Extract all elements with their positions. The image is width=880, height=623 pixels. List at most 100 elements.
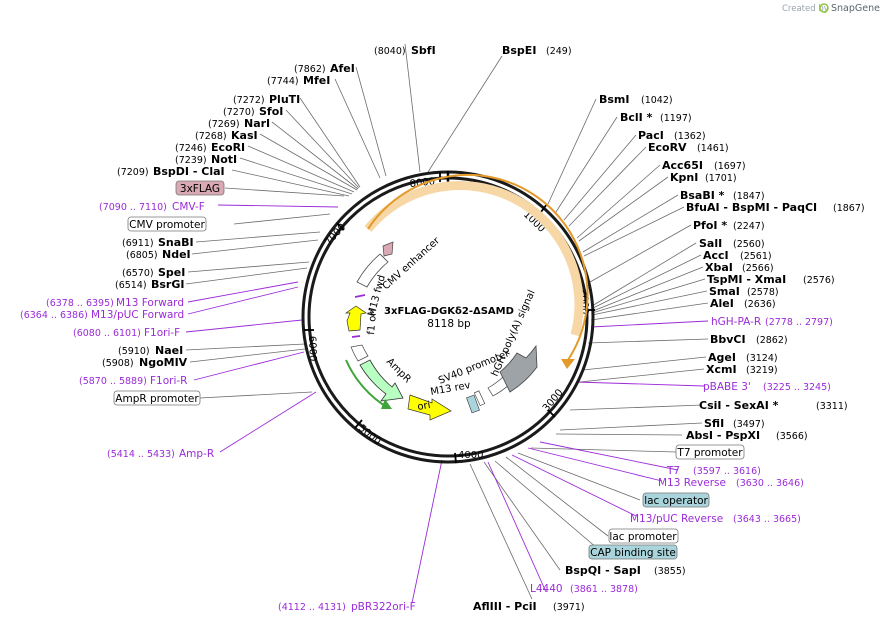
svg-text:(1697): (1697) [714, 161, 746, 172]
site-noti[interactable]: (7239) NotI [175, 153, 237, 166]
svg-text:AleI: AleI [710, 297, 734, 310]
site-bsmi[interactable]: BsmI (1042) [599, 93, 673, 106]
svg-text:CsiI - SexAI *: CsiI - SexAI * [699, 399, 779, 412]
svg-text:(2862): (2862) [756, 335, 788, 346]
svg-text:(5414 .. 5433): (5414 .. 5433) [107, 449, 175, 460]
feature-box-3xflag[interactable]: 3xFLAG [175, 180, 225, 196]
hgh-polya-feature[interactable] [499, 344, 538, 393]
svg-text:SnaBI: SnaBI [158, 236, 194, 249]
site-absi-pspxi[interactable]: AbsI - PspXI (3566) [686, 429, 808, 442]
ampr-feature[interactable] [359, 359, 404, 402]
svg-text:(6805): (6805) [126, 250, 158, 261]
site-sfii[interactable]: SfiI (3497) [704, 417, 765, 430]
primer-f1ori-f[interactable]: (6080 .. 6101) F1ori-F [73, 327, 180, 339]
svg-text:(2566): (2566) [742, 263, 774, 274]
site-xbai[interactable]: XbaI (2566) [705, 261, 774, 274]
snapgene-credit[interactable]: Created by SnapGene [782, 3, 880, 14]
site-afei[interactable]: (7862) AfeI [294, 62, 355, 75]
site-afliii-pcii[interactable]: AflIII - PciI (3971) [473, 600, 585, 613]
primer-pbr322ori-f[interactable]: (4112 .. 4131) pBR322ori-F [278, 601, 416, 613]
site-pluti[interactable]: (7272) PluTI [233, 93, 300, 106]
site-xcmi[interactable]: XcmI (3219) [706, 363, 778, 376]
site-acc65i[interactable]: Acc65I (1697) [662, 159, 746, 172]
svg-text:(2636): (2636) [744, 299, 776, 310]
svg-text:BclI *: BclI * [620, 111, 653, 124]
site-snabi[interactable]: (6911) SnaBI [122, 236, 194, 249]
feature-box-lac-promoter[interactable]: lac promoter [608, 528, 679, 544]
credit-prefix: Created by [782, 4, 829, 14]
primer-m13-reverse[interactable]: M13 Reverse (3630 .. 3646) [658, 477, 804, 489]
site-bspqi-sapi[interactable]: BspQI - SapI (3855) [565, 564, 686, 577]
site-bsabi[interactable]: BsaBI * (1847) [680, 189, 765, 202]
site-ecori[interactable]: (7246) EcoRI [175, 141, 245, 154]
site-alei[interactable]: AleI (2636) [710, 297, 776, 310]
svg-text:PacI: PacI [638, 129, 664, 142]
site-tspmi-xmai[interactable]: TspMI - XmaI (2576) [707, 273, 835, 286]
feature-box-ampr-promoter[interactable]: AmpR promoter [113, 390, 201, 406]
plasmid-name: 3xFLAG-DGKδ2-ΔSAMD [384, 306, 514, 317]
site-bcli[interactable]: BclI * (1197) [620, 111, 692, 124]
primer-cmv-f[interactable]: (7090 .. 7110) CMV-F [99, 201, 205, 213]
svg-text:M13/pUC Reverse: M13/pUC Reverse [630, 513, 723, 525]
svg-text:(2576): (2576) [803, 275, 835, 286]
site-ngomiv[interactable]: (5908) NgoMIV [102, 356, 188, 369]
ori-feature[interactable] [407, 394, 452, 421]
svg-text:(3124): (3124) [746, 353, 778, 364]
site-kpni[interactable]: KpnI (1701) [670, 171, 737, 184]
primer-m13-forward[interactable]: (6378 .. 6395) M13 Forward [46, 297, 184, 309]
ampr-promoter-feature[interactable] [350, 344, 369, 362]
primer-l4440[interactable]: L4440 (3861 .. 3878) [530, 583, 638, 595]
svg-text:SbfI: SbfI [411, 44, 436, 57]
feature-box-cmv-promoter[interactable]: CMV promoter [127, 216, 207, 232]
3xflag-feature[interactable] [382, 241, 394, 257]
site-ndei[interactable]: (6805) NdeI [126, 248, 191, 261]
svg-text:(6514): (6514) [115, 280, 147, 291]
site-sali[interactable]: SalI (2560) [699, 237, 765, 250]
primer-f1ori-r[interactable]: (5870 .. 5889) F1ori-R [79, 375, 187, 387]
feature-box-cap-binding-site[interactable]: CAP binding site [588, 544, 678, 560]
site-kasi[interactable]: (7268) KasI [195, 129, 258, 142]
site-paci[interactable]: PacI (1362) [638, 129, 706, 142]
svg-text:(3855): (3855) [654, 566, 686, 577]
svg-text:PfoI *: PfoI * [693, 219, 727, 232]
primer-m13-puc-reverse[interactable]: M13/pUC Reverse (3643 .. 3665) [630, 513, 801, 525]
primer-amp-r[interactable]: (5414 .. 5433) Amp-R [107, 448, 214, 460]
svg-text:TspMI - XmaI: TspMI - XmaI [707, 273, 786, 286]
site-mfei[interactable]: (7744) MfeI [267, 74, 330, 87]
site-nari[interactable]: (7269) NarI [208, 117, 270, 130]
primer-pbabe-3[interactable]: pBABE 3' (3225 .. 3245) [703, 381, 831, 393]
svg-text:M13 Reverse: M13 Reverse [658, 477, 726, 489]
feature-box-lac-operator[interactable]: lac operator [642, 492, 710, 508]
primer-hgh-pa-r[interactable]: hGH-PA-R (2778 .. 2797) [711, 316, 833, 328]
site-bspei[interactable]: BspEI (249) [502, 44, 572, 57]
site-bsrgi[interactable]: (6514) BsrGI [115, 278, 184, 291]
site-sbfi[interactable]: (8040) SbfI [374, 44, 436, 57]
svg-text:BspQI - SapI: BspQI - SapI [565, 564, 641, 577]
site-agei[interactable]: AgeI (3124) [708, 351, 778, 364]
site-pfoi[interactable]: PfoI * (2247) [693, 219, 765, 232]
ampr-outer-arrow [345, 359, 386, 407]
site-ecorv[interactable]: EcoRV (1461) [648, 141, 729, 154]
site-bfuai-bspmi-paqci[interactable]: BfuAI - BspMI - PaqCI (1867) [686, 201, 865, 214]
site-acci[interactable]: AccI (2561) [703, 249, 772, 262]
site-naei[interactable]: (5910) NaeI [118, 344, 183, 357]
f1-ori-feature[interactable] [344, 305, 367, 332]
site-csii-sexai[interactable]: CsiI - SexAI * (3311) [699, 399, 848, 412]
feature-box-t7-promoter[interactable]: T7 promoter [675, 444, 745, 460]
primer-m13-puc-forward[interactable]: (6364 .. 6386) M13/pUC Forward [20, 309, 184, 321]
primer-t7[interactable]: T7 (3597 .. 3616) [666, 465, 761, 477]
svg-text:AccI: AccI [703, 249, 729, 262]
svg-text:CMV promoter: CMV promoter [129, 219, 205, 231]
site-bspdi-clai[interactable]: (7209) BspDI - ClaI [117, 165, 225, 178]
svg-text:BsaBI *: BsaBI * [680, 189, 725, 202]
site-smai[interactable]: SmaI (2578) [709, 285, 779, 298]
site-sfoi[interactable]: (7270) SfoI [223, 105, 283, 118]
cmv-enhancer-feature[interactable] [356, 253, 389, 288]
svg-text:KasI: KasI [231, 129, 258, 142]
svg-text:NdeI: NdeI [162, 248, 191, 261]
site-spei[interactable]: (6570) SpeI [122, 266, 185, 279]
svg-text:(2247): (2247) [733, 221, 765, 232]
svg-text:PluTI: PluTI [269, 93, 300, 106]
site-bbvci[interactable]: BbvCI (2862) [710, 333, 788, 346]
orf-arrowhead [561, 359, 575, 369]
